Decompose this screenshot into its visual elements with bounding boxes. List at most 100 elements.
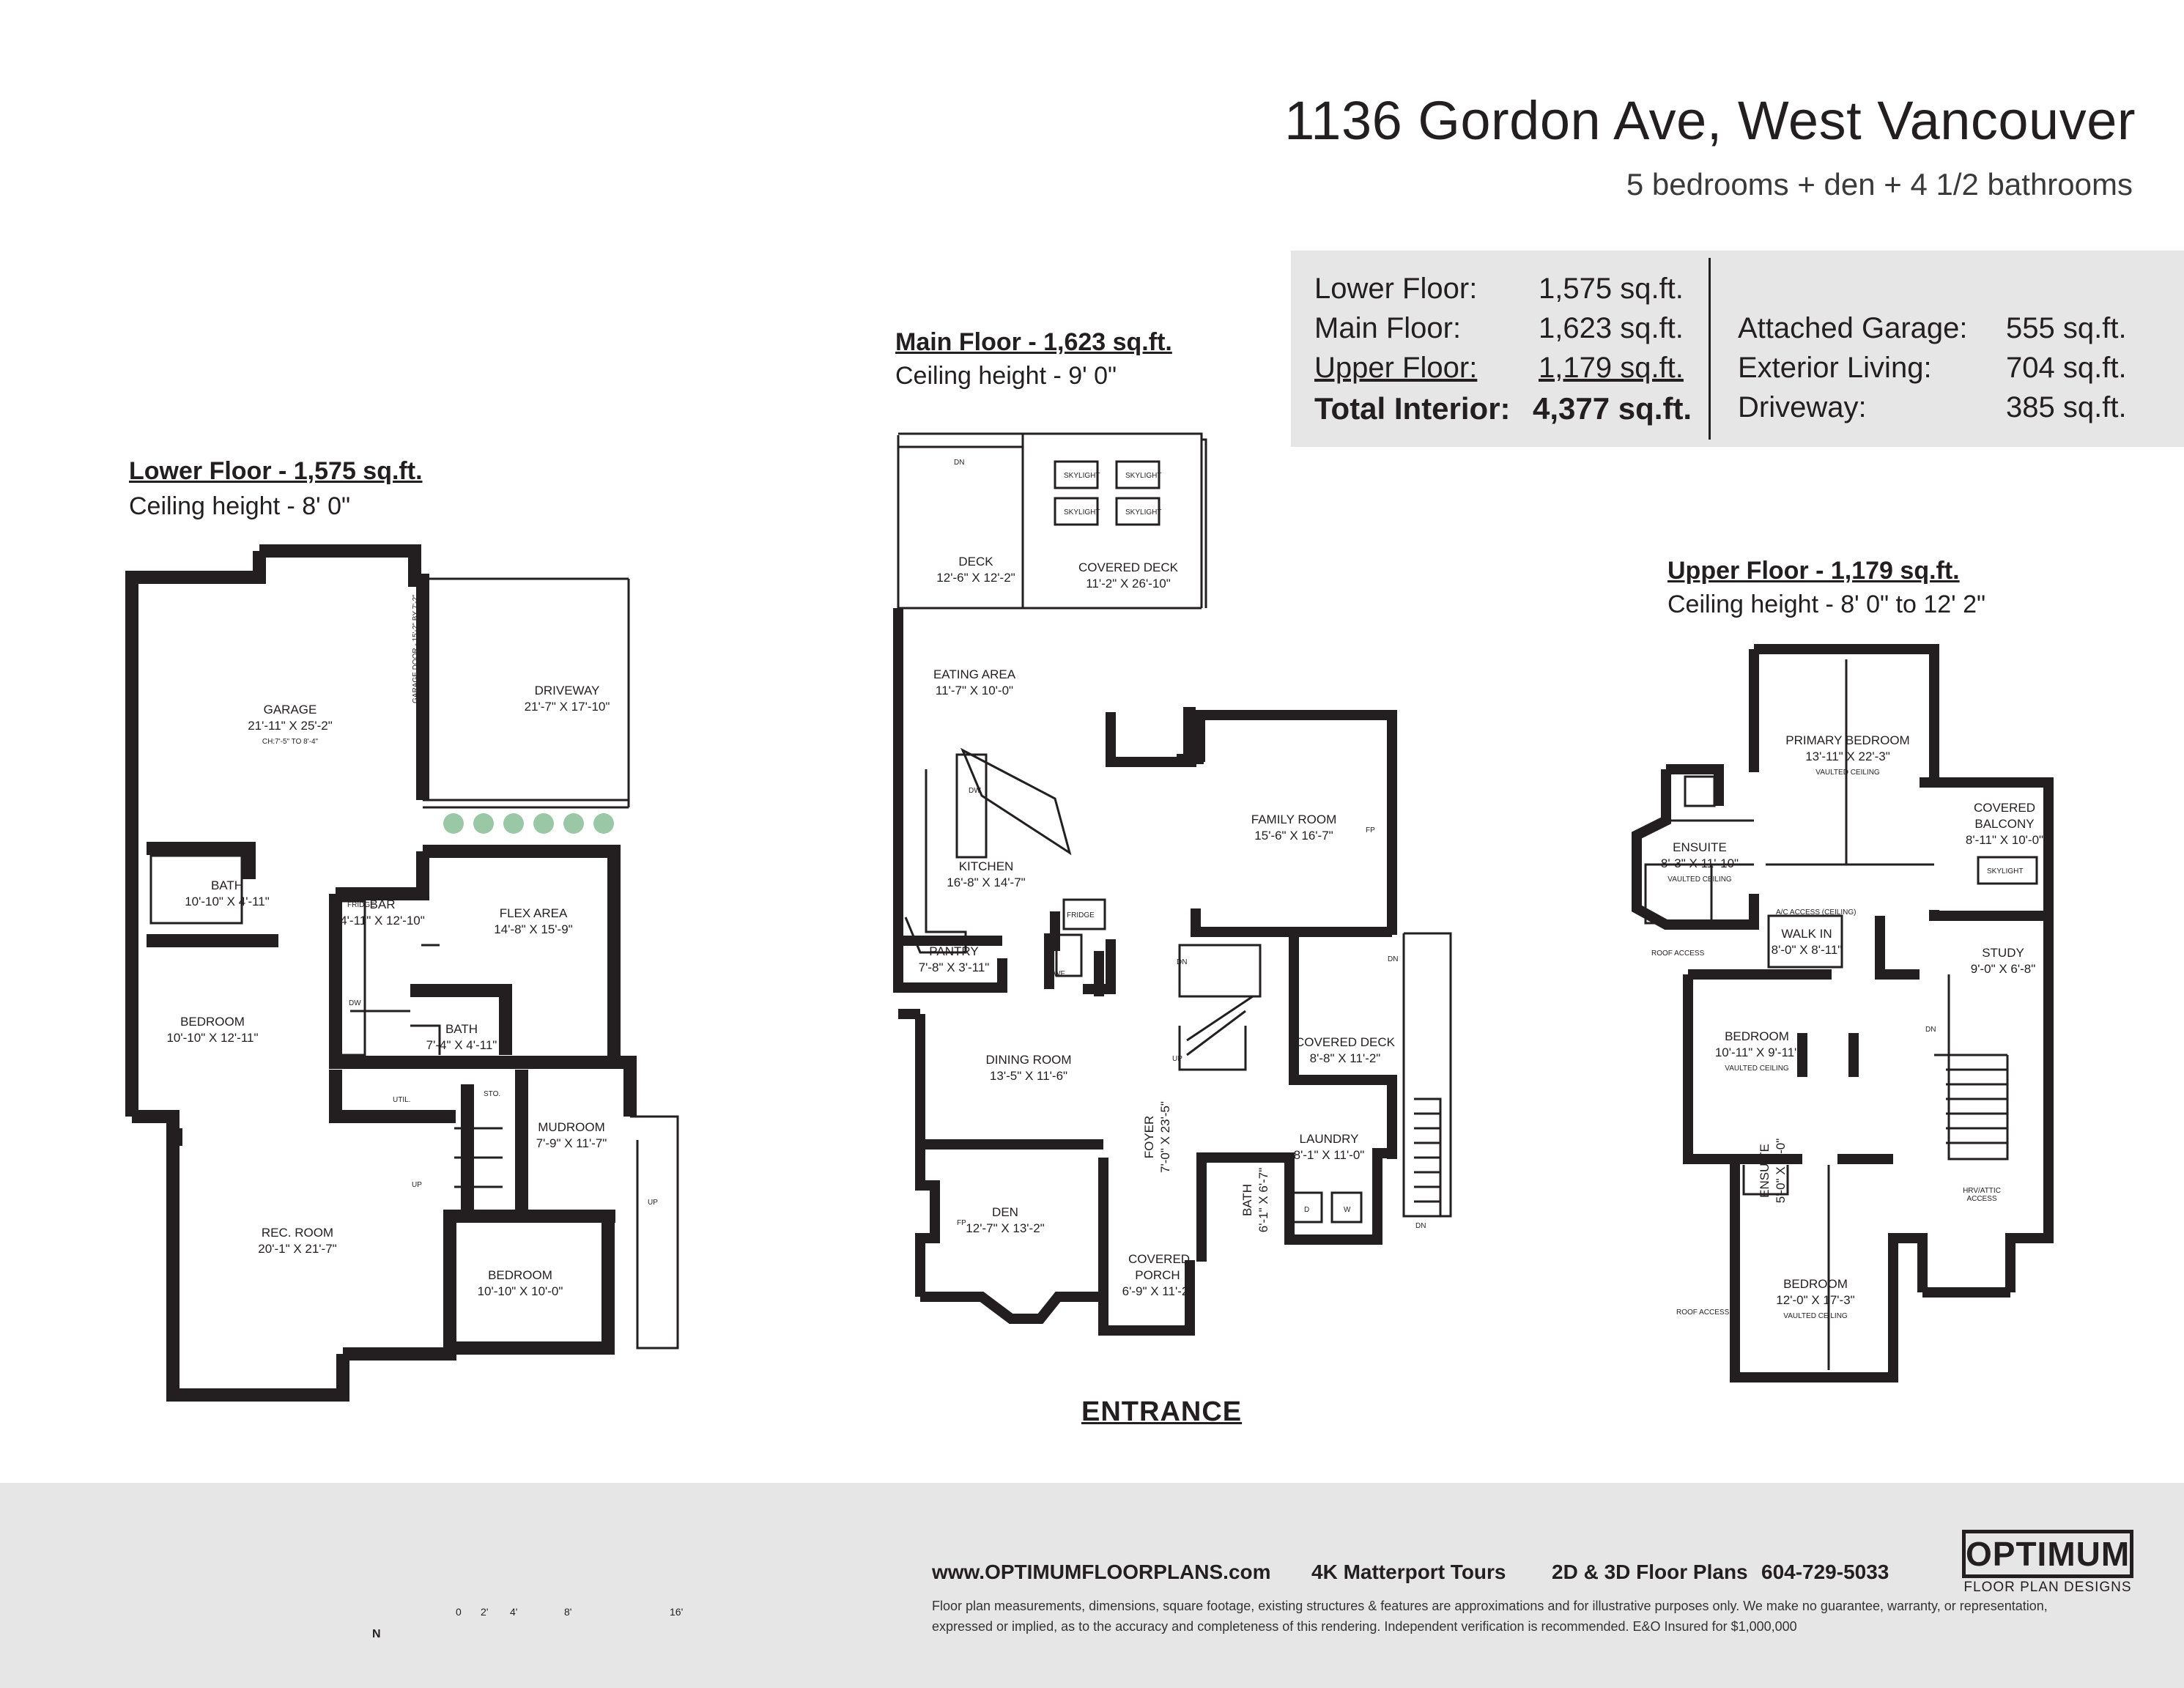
skylight-label: SKYLIGHT	[1125, 508, 1162, 517]
stairs-down-label: DN	[1415, 1222, 1426, 1230]
scale-tick: 4'	[510, 1606, 518, 1618]
logo-wordmark: OPTIMUM	[1962, 1530, 2133, 1578]
upper-floor-walls	[1632, 644, 2054, 1382]
lower-floor-ceiling: Ceiling height - 8' 0"	[129, 492, 351, 520]
service-matterport: 4K Matterport Tours	[1311, 1561, 1506, 1583]
entrance-label: ENTRANCE	[1081, 1396, 1243, 1427]
storage-label: STO.	[484, 1090, 501, 1098]
stat-label: Driveway:	[1738, 391, 1867, 423]
stats-divider	[1709, 258, 1711, 440]
planter-icons	[443, 813, 614, 834]
ac-access-label: A/C ACCESS (CEILING)	[1776, 908, 1857, 917]
main-floor-walls	[893, 608, 1397, 1336]
phone-number: 604-729-5033	[1761, 1561, 1889, 1583]
total-interior-label: Total Interior:	[1314, 391, 1511, 426]
property-summary: 5 bedrooms + den + 4 1/2 bathrooms	[1626, 167, 2133, 201]
stairs-up-label: UP	[648, 1199, 658, 1207]
lower-floor-title: Lower Floor - 1,575 sq.ft.	[129, 457, 423, 485]
stairs-down-label: DN	[954, 459, 965, 467]
roof-access-label: ROOF ACCESS	[1676, 1308, 1730, 1317]
disclaimer-line: Floor plan measurements, dimensions, squ…	[932, 1599, 2048, 1613]
stairs-down-label: DN	[1925, 1026, 1936, 1034]
stat-value: 1,575 sq.ft.	[1539, 273, 1684, 305]
logo-tagline: FLOOR PLAN DESIGNS	[1963, 1580, 2132, 1595]
website-link[interactable]: www.OPTIMUMFLOORPLANS.com	[932, 1561, 1271, 1583]
upper-floor-ceiling: Ceiling height - 8' 0" to 12' 2"	[1667, 591, 1986, 618]
roof-access-label: ROOF ACCESS	[1651, 949, 1705, 958]
stat-label: Attached Garage:	[1738, 312, 1968, 344]
hrv-attic-access-label: HRV/ATTIC ACCESS	[1963, 1187, 2001, 1203]
upper-floor-title: Upper Floor - 1,179 sq.ft.	[1667, 557, 1960, 585]
stat-value: 704 sq.ft.	[2006, 352, 2127, 384]
north-label: N	[372, 1628, 381, 1640]
utility-label: UTIL.	[393, 1096, 411, 1104]
scale-tick: 0	[456, 1606, 462, 1618]
scale-tick: 8'	[564, 1606, 572, 1618]
fireplace-label: FP	[957, 1219, 966, 1227]
area-summary-box: Lower Floor: 1,575 sq.ft. Main Floor: 1,…	[1291, 251, 2184, 447]
fridge-label: FRIDGE	[1067, 911, 1095, 919]
fridge-label: FRIDGE	[347, 901, 375, 909]
water-filter-label: WF	[1054, 970, 1065, 978]
stat-value: 1,179 sq.ft.	[1539, 352, 1684, 384]
washer-label: W	[1344, 1206, 1351, 1214]
stat-label: Upper Floor:	[1314, 352, 1478, 384]
footer-band	[0, 1483, 2184, 1688]
skylight-label: SKYLIGHT	[1125, 472, 1162, 480]
stat-label: Exterior Living:	[1738, 352, 1932, 384]
skylight-label: SKYLIGHT	[1064, 472, 1100, 480]
dishwasher-label: DW	[969, 787, 981, 795]
main-floor-ceiling: Ceiling height - 9' 0"	[895, 362, 1117, 390]
skylight-label: SKYLIGHT	[1987, 867, 2024, 876]
scale-tick: 2'	[481, 1606, 489, 1618]
main-floor-title: Main Floor - 1,623 sq.ft.	[895, 328, 1172, 356]
stairs-down-label: DN	[1177, 958, 1188, 966]
stat-value: 385 sq.ft.	[2006, 391, 2127, 423]
garage-door-label: GARAGE DOOR - 15'-2" BY 7'-2"	[412, 594, 420, 703]
skylight-label: SKYLIGHT	[1064, 508, 1100, 517]
stat-label: Lower Floor:	[1314, 273, 1478, 305]
dryer-label: D	[1304, 1206, 1310, 1214]
stairs-down-label: DN	[1388, 955, 1399, 963]
stairs-up-label: UP	[412, 1181, 422, 1189]
address-title: 1136 Gordon Ave, West Vancouver	[1284, 90, 2136, 151]
stat-value: 555 sq.ft.	[2006, 312, 2127, 344]
stat-value: 1,623 sq.ft.	[1539, 312, 1684, 344]
total-interior-value: 4,377 sq.ft.	[1533, 391, 1692, 426]
service-floor-plans: 2D & 3D Floor Plans	[1552, 1561, 1748, 1583]
fireplace-label: FP	[1366, 826, 1375, 834]
disclaimer-line: expressed or implied, as to the accuracy…	[932, 1619, 1797, 1634]
optimum-logo: OPTIMUM FLOOR PLAN DESIGNS	[1962, 1530, 2133, 1596]
